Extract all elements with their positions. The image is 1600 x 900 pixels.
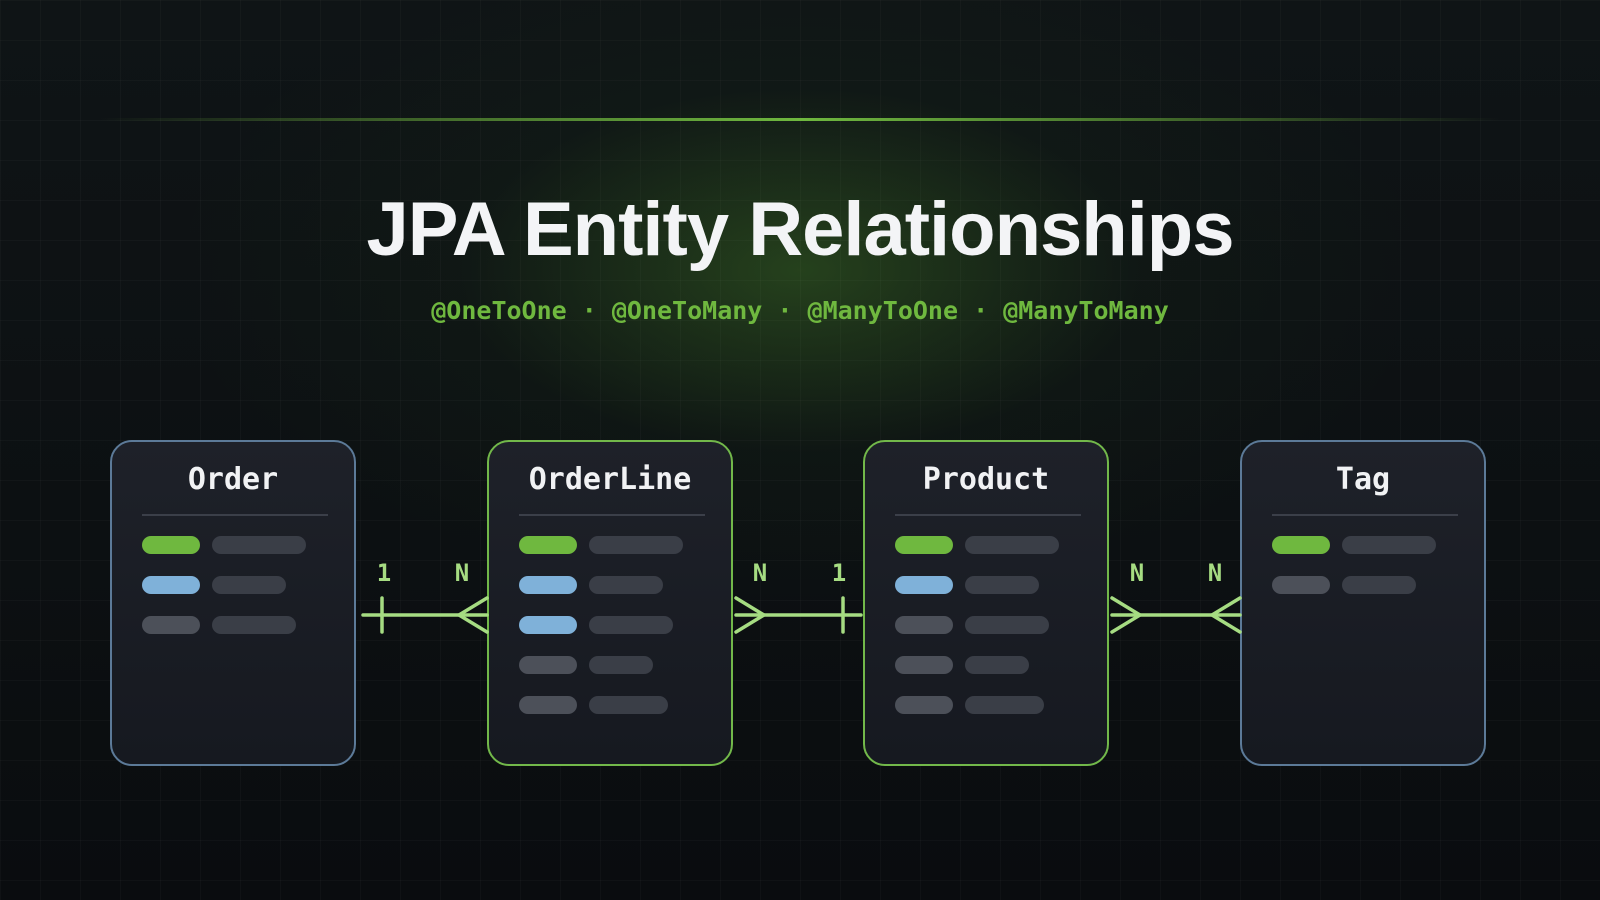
cardinality-label: 1 xyxy=(377,559,391,587)
primary-key-pill xyxy=(895,536,953,554)
primary-key-pill xyxy=(142,536,200,554)
entity-divider xyxy=(142,514,328,516)
attribute-pill xyxy=(519,656,577,674)
attribute-pill xyxy=(1272,576,1330,594)
field-value-pill xyxy=(589,656,653,674)
field-value-pill xyxy=(589,616,673,634)
field-value-pill xyxy=(965,576,1039,594)
cardinality-label: N xyxy=(1208,559,1222,587)
diagram-subtitle: @OneToOne · @OneToMany · @ManyToOne · @M… xyxy=(431,296,1169,325)
primary-key-pill xyxy=(519,536,577,554)
entity-divider xyxy=(519,514,705,516)
field-value-pill xyxy=(589,576,663,594)
cardinality-label: 1 xyxy=(832,559,846,587)
foreign-key-pill xyxy=(895,576,953,594)
entity-card-order[interactable]: Order xyxy=(110,440,356,766)
relationship-orderline-product xyxy=(734,596,863,634)
field-value-pill xyxy=(589,536,683,554)
primary-key-pill xyxy=(1272,536,1330,554)
entity-divider xyxy=(1272,514,1458,516)
field-value-pill xyxy=(1342,536,1436,554)
entity-card-orderline[interactable]: OrderLine xyxy=(487,440,733,766)
many-marker xyxy=(1110,596,1142,634)
field-value-pill xyxy=(965,696,1044,714)
attribute-pill xyxy=(519,696,577,714)
field-value-pill xyxy=(212,576,286,594)
foreign-key-pill xyxy=(519,576,577,594)
field-value-pill xyxy=(965,536,1059,554)
entity-card-tag[interactable]: Tag xyxy=(1240,440,1486,766)
diagram-title: JPA Entity Relationships xyxy=(366,187,1234,272)
accent-rule xyxy=(100,118,1500,121)
cardinality-label: N xyxy=(1130,559,1144,587)
foreign-key-pill xyxy=(519,616,577,634)
field-value-pill xyxy=(965,656,1029,674)
foreign-key-pill xyxy=(142,576,200,594)
many-marker xyxy=(734,596,766,634)
field-value-pill xyxy=(589,696,668,714)
entity-name: Order xyxy=(187,462,279,497)
field-value-pill xyxy=(1342,576,1416,594)
relationship-order-orderline xyxy=(361,596,489,634)
relationship-product-tag xyxy=(1110,596,1242,634)
entity-divider xyxy=(895,514,1081,516)
cardinality-label: N xyxy=(455,559,469,587)
field-value-pill xyxy=(212,616,296,634)
attribute-pill xyxy=(142,616,200,634)
many-marker xyxy=(1210,596,1242,634)
field-value-pill xyxy=(212,536,306,554)
entity-name: Tag xyxy=(1335,462,1391,497)
many-marker xyxy=(457,596,489,634)
entity-card-product[interactable]: Product xyxy=(863,440,1109,766)
attribute-pill xyxy=(895,656,953,674)
entity-name: Product xyxy=(922,462,1050,497)
cardinality-label: N xyxy=(753,559,767,587)
attribute-pill xyxy=(895,616,953,634)
entity-name: OrderLine xyxy=(528,462,692,497)
attribute-pill xyxy=(895,696,953,714)
field-value-pill xyxy=(965,616,1049,634)
